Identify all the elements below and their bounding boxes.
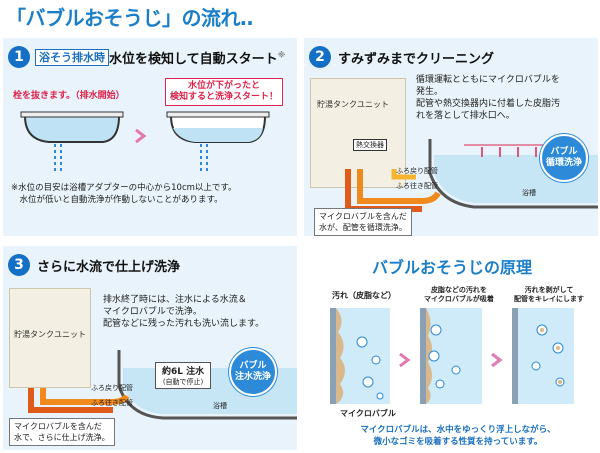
step2-panel: 2 すみずみまでクリーニング 貯湯タンクユニット 熱交換器 循環運転とともにマイ… — [304, 38, 598, 236]
step2-unit-label: 貯湯タンクユニット — [317, 100, 389, 109]
step3-desc: 排水終了時には、注水による水流＆ マイクロバブルで洗浄。 配管などに残った汚れも… — [103, 295, 265, 329]
step2-desc: 循環運転とともにマイクロバブルを 発生。 配管や熱交換器内に付着した皮脂汚 れを… — [416, 75, 561, 121]
step1-tubs-illustration — [20, 111, 270, 172]
step3-panel: 3 さらに水流で仕上げ洗浄 貯湯タンクユニット 排水終了時には、注水による水流＆… — [3, 246, 297, 450]
step1-heading-text: 水位を検知して自動スタート — [109, 52, 278, 67]
principle-label-dirt: 汚れ（皮脂など） — [332, 291, 396, 300]
pipe-attach-panel — [420, 308, 482, 404]
principle-label-right: 汚れを剥がして 配管をキレイにします — [514, 286, 584, 303]
page-title: 「バブルおそうじ」の流れ‥ — [6, 6, 253, 30]
tub-right-icon — [166, 111, 270, 172]
step1-note: ※水位の目安は浴槽アダプターの中心から10cm以上です。 水位が低いと自動洗浄が… — [11, 183, 237, 205]
principle-label-bubble: マイクロバブル — [340, 409, 396, 418]
step3-heading: さらに水流で仕上げ洗浄 — [37, 260, 181, 275]
principle-heading: バブルおそうじの原理 — [372, 258, 533, 277]
step1-heading: 水位を検知して自動スタート※ — [109, 48, 285, 67]
principle-label-mid: 皮脂などの汚れを マイクロバブルが吸着 — [424, 286, 494, 303]
step3-note: マイクロバブルを含んだ 水で、さらに仕上げ洗浄。 — [9, 418, 115, 446]
step2-note: マイクロバブルを含んだ 水が、配管を循環洗浄。 — [314, 208, 412, 236]
step3-bubble-badge: バブル 注水洗浄 — [229, 348, 277, 396]
principle-illustration — [330, 308, 574, 404]
tub-left-icon — [20, 111, 124, 172]
step2-tub-label: 浴槽 — [522, 189, 536, 197]
principle-caption: マイクロバブルは、水中をゆっくり浮上しながら、 微小なゴミを吸着する性質を持って… — [360, 425, 556, 447]
step2-pipe-out: ふろ往き配管 — [396, 182, 438, 190]
arrow-right-icon-1 — [399, 352, 411, 368]
pipe-dirty-panel — [330, 308, 390, 404]
step3-unit: 貯湯タンクユニット — [9, 288, 91, 388]
step3-water-box: 約6L 注水 (自動で停止) — [155, 362, 212, 389]
step2-pipe-return: ふろ戻り配管 — [396, 167, 438, 175]
pipe-clean-panel — [512, 308, 574, 404]
arrow-right-icon — [135, 128, 147, 144]
step3-unit-label: 貯湯タンクユニット — [14, 330, 86, 339]
step1-heading-mark: ※ — [277, 50, 286, 60]
arrow-right-icon-2 — [491, 352, 503, 368]
step3-pipe-out: ふろ往き配管 — [91, 399, 133, 407]
step2-exchanger-label: 熱交換器 — [353, 139, 387, 151]
step3-pipe-return: ふろ戻り配管 — [91, 384, 133, 392]
step3-water-sub: (自動で停止) — [162, 378, 204, 386]
step1-panel: 1 浴そう排水時 水位を検知して自動スタート※ 栓を抜きます。（排水開始） 水位… — [3, 38, 297, 236]
step3-tub-label: 浴槽 — [213, 402, 227, 410]
step1-tag: 浴そう排水時 — [35, 49, 109, 66]
step2-number-icon: 2 — [309, 46, 331, 68]
step2-bubble-badge: バブル 循環洗浄 — [540, 134, 588, 182]
step1-label-left: 栓を抜きます。（排水開始） — [13, 91, 125, 101]
step1-label-right: 水位が下がったと 検知すると洗浄スタート！ — [165, 78, 284, 106]
step3-number-icon: 3 — [8, 254, 30, 276]
step1-number-icon: 1 — [8, 46, 30, 68]
step2-heading: すみずみまでクリーニング — [338, 52, 495, 67]
step3-water-label: 約6L 注水 — [162, 367, 205, 377]
